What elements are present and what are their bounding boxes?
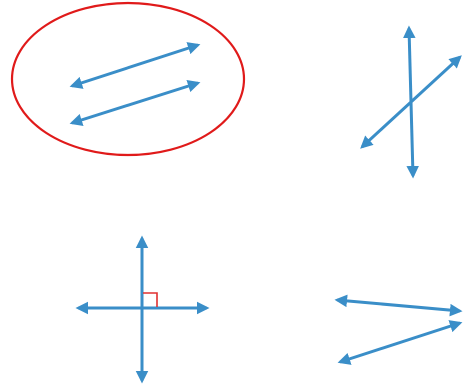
converging-line-upper (334, 294, 463, 317)
figure-parallel-lines[interactable] (10, 1, 246, 157)
figure-intersecting-lines[interactable] (360, 25, 462, 179)
figure-perpendicular-lines[interactable] (75, 235, 210, 384)
parallel-line-upper (69, 42, 201, 89)
figure-converging-lines[interactable] (334, 294, 463, 365)
converging-line-lower (337, 320, 463, 365)
diagonal-line (360, 55, 462, 149)
selection-circle (10, 1, 246, 157)
parallel-line-lower (69, 80, 201, 126)
right-angle-mark (143, 292, 158, 307)
